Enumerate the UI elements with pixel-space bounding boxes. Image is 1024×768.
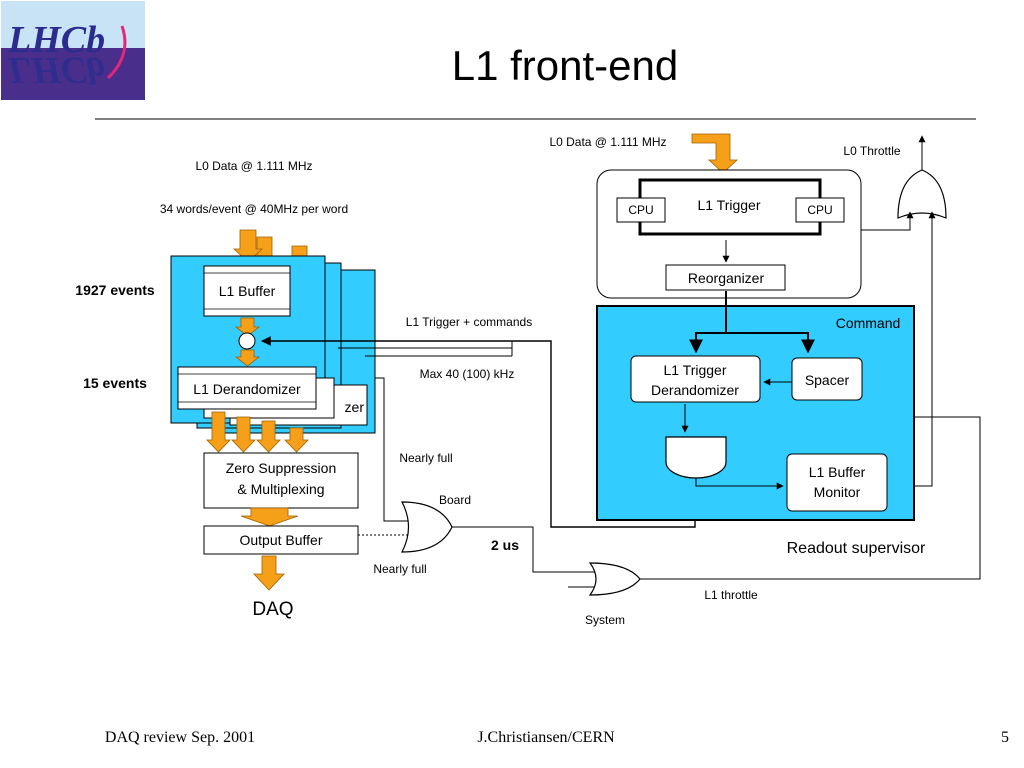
- slide-title: L1 front-end: [452, 42, 679, 89]
- l1-trigger-derandomizer-line1: L1 Trigger: [663, 362, 726, 378]
- command-label: Command: [836, 315, 901, 331]
- zero-suppression-label-line2: & Multiplexing: [237, 481, 324, 497]
- output-buffer-box: [203, 525, 359, 555]
- zero-suppression-label-line1: Zero Suppression: [226, 460, 337, 476]
- logo-top-band: [1, 1, 145, 48]
- l1-trigger-label: L1 Trigger: [697, 197, 760, 213]
- logo-text-top: LHCb: [7, 19, 105, 61]
- footer-left: DAQ review Sep. 2001: [105, 729, 255, 746]
- fe-l0-data-label: L0 Data @ 1.111 MHz: [195, 159, 312, 173]
- derandomizer-nearly-full-line: [375, 377, 408, 522]
- lhcb-logo: LHCb LHCb: [1, 1, 145, 100]
- fe-words-label: 34 words/event @ 40MHz per word: [160, 202, 348, 216]
- nearly-full-bottom-label: Nearly full: [373, 562, 426, 576]
- switch-to-derandomizer-arrow: [234, 349, 261, 367]
- l1-buffer-box: [203, 265, 291, 317]
- fe-derandomizer-back-text: zer: [345, 399, 365, 415]
- reorganizer-box: [665, 264, 786, 291]
- spacer-label: Spacer: [805, 372, 850, 388]
- derand-out-arrow-3: [256, 420, 281, 453]
- board-label: Board: [439, 493, 471, 507]
- logo-text-reflection: LHCb: [7, 49, 105, 91]
- system-label: System: [585, 613, 625, 627]
- l1-derandomizer-block: L1 Derandomizer: [177, 366, 317, 410]
- l1-buffer-label: L1 Buffer: [219, 283, 276, 299]
- rs-l0-input-arrow: [691, 133, 739, 174]
- daq-label: DAQ: [252, 599, 293, 620]
- l1-derandomizer-label: L1 Derandomizer: [193, 381, 301, 397]
- page-number: 5: [1001, 729, 1009, 746]
- latency-label: 2 us: [491, 537, 519, 553]
- reorganizer-to-spacer-arrow: [726, 332, 815, 354]
- l1-buffer-events-label: 1927 events: [75, 282, 155, 298]
- and-gate-to-monitor-arrow: [695, 478, 784, 490]
- readout-supervisor-title: Readout supervisor: [787, 540, 926, 557]
- derandomizer-output-arrows: [206, 411, 309, 453]
- output-to-daq-arrow: [253, 555, 285, 591]
- l1-buffer-monitor-line1: L1 Buffer: [809, 464, 866, 480]
- l1-trigger-derandomizer-box: [630, 355, 761, 403]
- cpu-right-box: [795, 197, 845, 223]
- board-or-gate: [401, 501, 453, 553]
- output-buffer-block: Output Buffer: [203, 525, 359, 555]
- board-to-system-line: [452, 526, 598, 573]
- trigger-commands-label: L1 Trigger + commands: [406, 315, 532, 329]
- l0-throttle-label: L0 Throttle: [843, 144, 900, 158]
- derandomizer-events-label: 15 events: [83, 375, 147, 391]
- reorganizer-to-derandomizer-arrow: [689, 291, 727, 354]
- l1-trigger-derandomizer-line2: Derandomizer: [651, 382, 739, 398]
- rs-l0-data-label: L0 Data @ 1.111 MHz: [549, 135, 666, 149]
- zero-suppression-box: [203, 452, 359, 509]
- trigger-to-l0-throttle-line: [861, 211, 914, 231]
- nearly-full-top-label: Nearly full: [399, 451, 452, 465]
- max-rate-label: Max 40 (100) kHz: [420, 367, 515, 381]
- l1-throttle-label: L1 throttle: [704, 588, 758, 602]
- derand-out-arrow-4: [284, 427, 309, 453]
- reorganizer-label: Reorganizer: [688, 270, 765, 286]
- cpu-left-label: CPU: [628, 203, 653, 217]
- l1-buffer-block: L1 Buffer: [203, 265, 291, 317]
- l1-buffer-monitor-box: [786, 453, 888, 512]
- system-or-gate: [588, 562, 641, 596]
- cpu-left-box: [616, 197, 666, 223]
- derand-out-arrow-1: [206, 411, 231, 453]
- l0-throttle-or-gate: [897, 169, 947, 219]
- rs-and-gate: [665, 436, 727, 479]
- footer-center: J.Christiansen/CERN: [477, 729, 615, 746]
- fe-switch-node: [238, 332, 256, 350]
- logo-arc: [106, 25, 127, 80]
- cpu-right-label: CPU: [807, 203, 832, 217]
- zs-to-output-arrow: [240, 507, 299, 527]
- buffer-to-switch-arrow: [234, 317, 261, 337]
- l1-buffer-monitor-line2: Monitor: [814, 484, 861, 500]
- trigger-commands-line: [261, 336, 696, 528]
- spacer-box: [791, 357, 863, 401]
- derand-out-arrow-2: [231, 416, 256, 453]
- output-buffer-label: Output Buffer: [239, 532, 322, 548]
- zero-suppression-block: Zero Suppression & Multiplexing: [203, 452, 359, 509]
